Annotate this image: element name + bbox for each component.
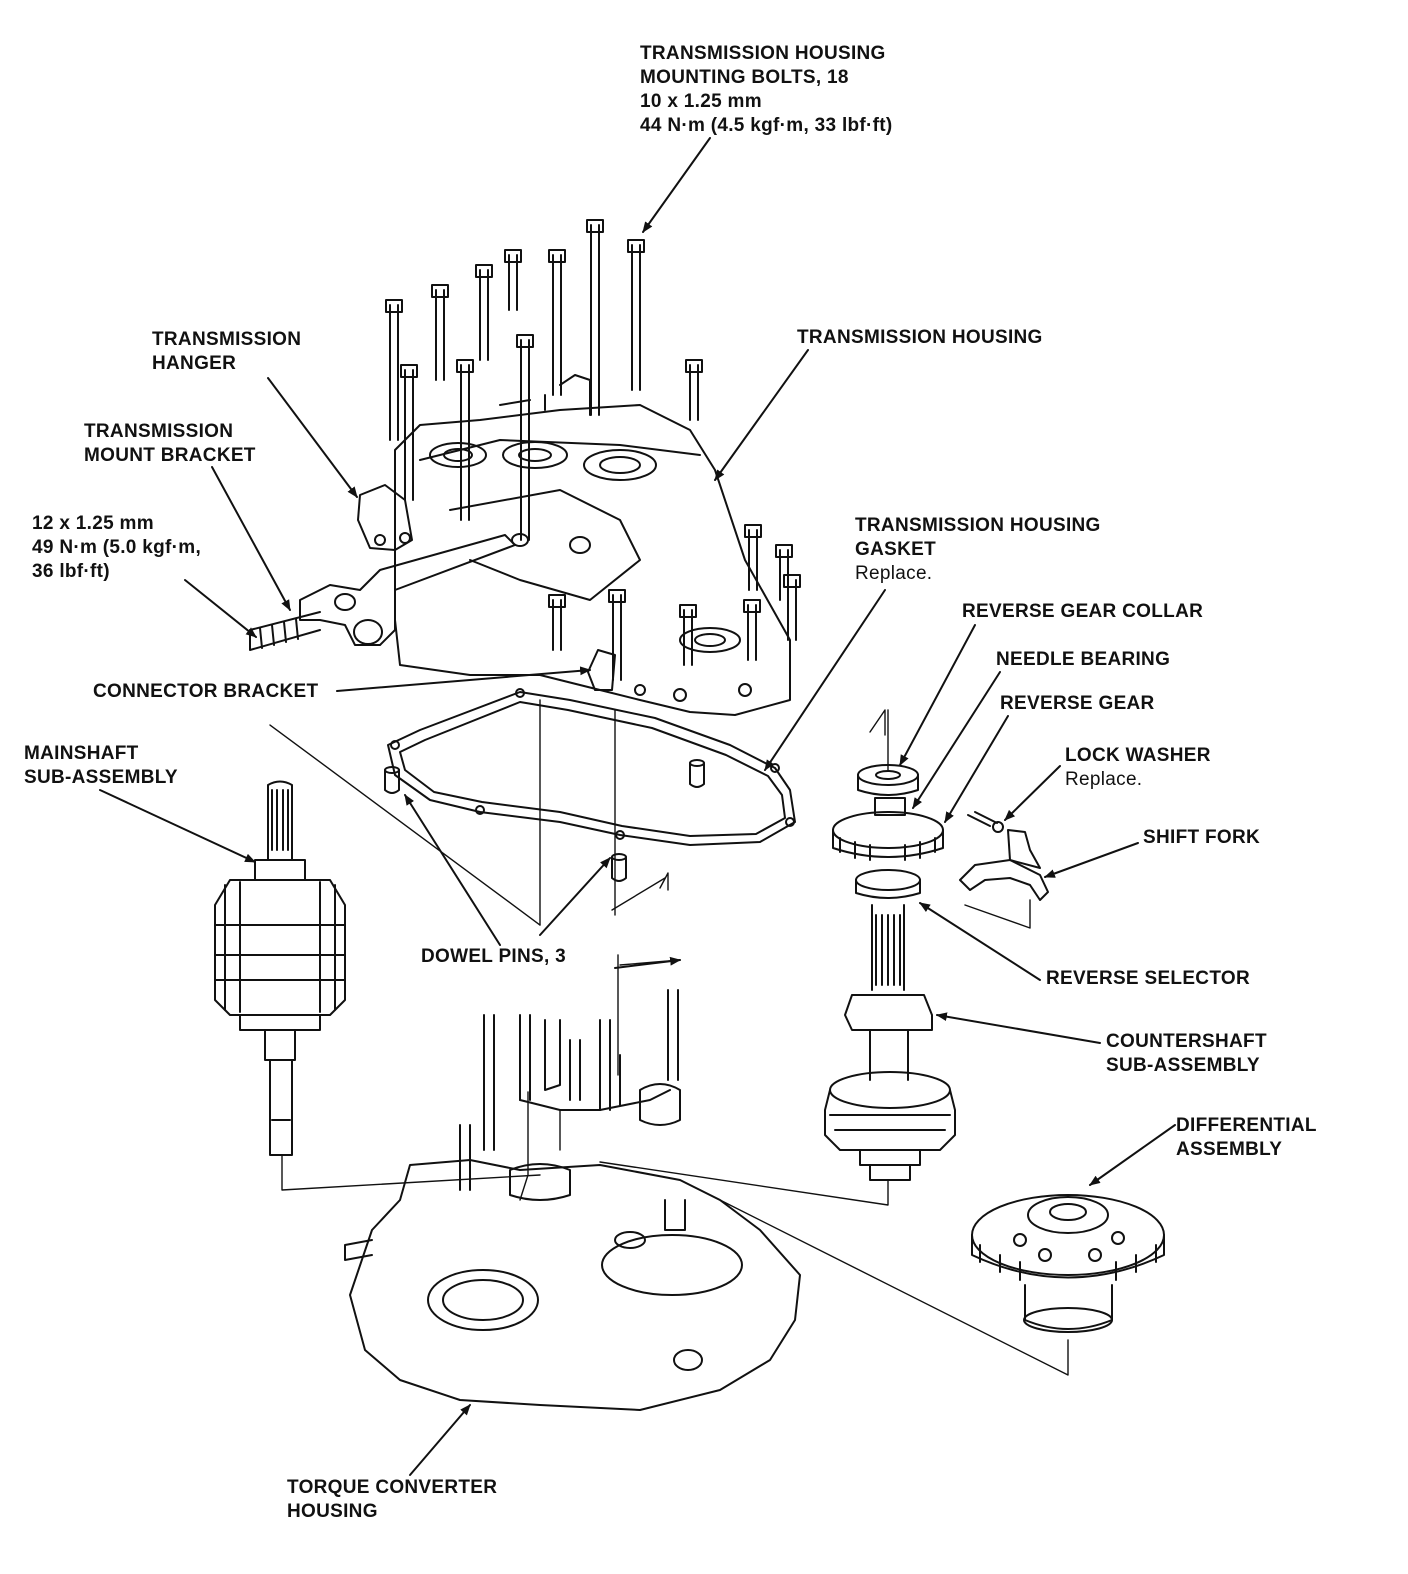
label-line: LOCK WASHER xyxy=(1065,745,1211,766)
label-line: TRANSMISSION HOUSING xyxy=(855,515,1101,536)
label-countershaft: COUNTERSHAFT SUB-ASSEMBLY xyxy=(1106,1030,1267,1078)
label-line: NEEDLE BEARING xyxy=(996,649,1171,670)
label-line: 36 lbf·ft) xyxy=(32,561,110,582)
label-torque-converter-housing: TORQUE CONVERTER HOUSING xyxy=(287,1476,497,1524)
label-transmission-hanger: TRANSMISSION HANGER xyxy=(152,328,301,376)
label-shift-fork: SHIFT FORK xyxy=(1143,826,1260,850)
leader-arrows xyxy=(99,137,1176,1476)
label-dowel-pins: DOWEL PINS, 3 xyxy=(421,945,566,969)
countershaft-sub-assembly xyxy=(824,764,956,1181)
transmission-housing-gasket xyxy=(387,688,796,846)
label-note: Replace. xyxy=(1065,769,1143,790)
label-mounting-bolts: TRANSMISSION HOUSING MOUNTING BOLTS, 18 … xyxy=(640,42,893,138)
label-line: COUNTERSHAFT xyxy=(1106,1031,1267,1052)
label-line: TRANSMISSION HOUSING xyxy=(640,43,886,64)
label-line: 12 x 1.25 mm xyxy=(32,513,154,534)
shift-fork xyxy=(959,829,1049,901)
label-line: TRANSMISSION xyxy=(84,421,234,442)
transmission-mount-bracket xyxy=(249,534,516,651)
label-reverse-gear-collar: REVERSE GEAR COLLAR xyxy=(962,600,1203,624)
label-line: TORQUE CONVERTER xyxy=(287,1477,498,1498)
label-line: MAINSHAFT xyxy=(24,743,139,764)
label-line: HOUSING xyxy=(287,1501,378,1522)
label-line: SUB-ASSEMBLY xyxy=(24,767,178,788)
connector-bracket-part xyxy=(587,649,616,691)
label-line: 49 N·m (5.0 kgf·m, xyxy=(32,537,202,558)
mounting-bolts xyxy=(385,219,801,681)
transmission-hanger xyxy=(357,484,413,551)
lock-washer xyxy=(967,811,1004,833)
label-connector-bracket: CONNECTOR BRACKET xyxy=(93,680,318,704)
label-line: MOUNT BRACKET xyxy=(84,445,256,466)
label-note: Replace. xyxy=(855,563,933,584)
label-line: MOUNTING BOLTS, 18 xyxy=(640,67,849,88)
label-line: DOWEL PINS, 3 xyxy=(421,946,567,967)
label-line: CONNECTOR BRACKET xyxy=(93,681,319,702)
label-line: 44 N·m (4.5 kgf·m, 33 lbf·ft) xyxy=(640,115,893,136)
label-line: TRANSMISSION xyxy=(152,329,302,350)
torque-converter-housing xyxy=(344,989,801,1411)
label-line: REVERSE GEAR xyxy=(1000,693,1155,714)
label-housing-gasket: TRANSMISSION HOUSING GASKET Replace. xyxy=(855,514,1101,586)
label-line: HANGER xyxy=(152,353,237,374)
label-line: ASSEMBLY xyxy=(1176,1139,1283,1160)
alignment-lines xyxy=(269,699,1069,1376)
label-transmission-housing: TRANSMISSION HOUSING xyxy=(797,326,1043,350)
label-reverse-selector: REVERSE SELECTOR xyxy=(1046,967,1250,991)
label-line: REVERSE SELECTOR xyxy=(1046,968,1250,989)
label-needle-bearing: NEEDLE BEARING xyxy=(996,648,1170,672)
label-transmission-mount-bracket: TRANSMISSION MOUNT BRACKET xyxy=(84,420,256,468)
label-mount-torque-spec: 12 x 1.25 mm 49 N·m (5.0 kgf·m, 36 lbf·f… xyxy=(32,512,201,584)
label-line: GASKET xyxy=(855,539,936,560)
label-lock-washer: LOCK WASHER Replace. xyxy=(1065,744,1211,792)
label-line: TRANSMISSION HOUSING xyxy=(797,327,1043,348)
transmission-housing xyxy=(394,374,791,716)
label-line: SHIFT FORK xyxy=(1143,827,1260,848)
label-reverse-gear: REVERSE GEAR xyxy=(1000,692,1155,716)
label-line: REVERSE GEAR COLLAR xyxy=(962,601,1204,622)
mainshaft-sub-assembly xyxy=(214,780,346,1156)
dowel-pins-parts xyxy=(384,759,705,882)
label-mainshaft: MAINSHAFT SUB-ASSEMBLY xyxy=(24,742,178,790)
label-line: SUB-ASSEMBLY xyxy=(1106,1055,1260,1076)
label-line: 10 x 1.25 mm xyxy=(640,91,762,112)
differential-assembly xyxy=(971,1194,1165,1333)
label-line: DIFFERENTIAL xyxy=(1176,1115,1317,1136)
label-differential: DIFFERENTIAL ASSEMBLY xyxy=(1176,1114,1317,1162)
